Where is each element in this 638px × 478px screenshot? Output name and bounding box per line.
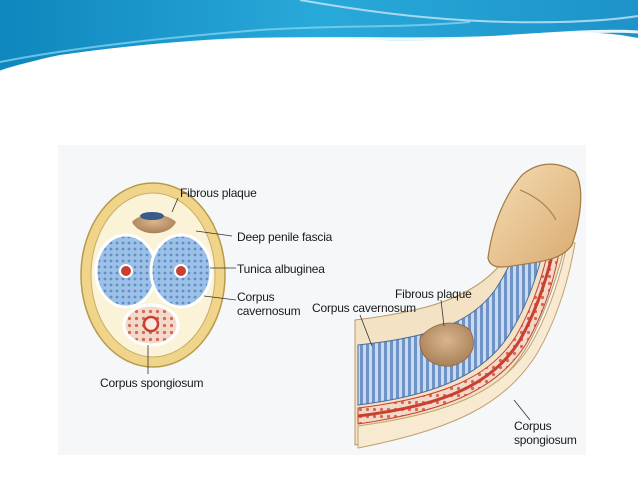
label-corpus-spongiosum-side-2: spongiosum bbox=[514, 433, 577, 447]
label-fibrous-plaque-cross: Fibrous plaque bbox=[180, 186, 257, 200]
header-wave-banner bbox=[0, 0, 638, 74]
label-corpus-cavernosum-cross-1: Corpus bbox=[237, 290, 275, 304]
side-view-diagram bbox=[354, 163, 582, 449]
label-tunica-albuginea: Tunica albuginea bbox=[237, 262, 325, 276]
label-deep-penile-fascia: Deep penile fascia bbox=[237, 230, 333, 244]
label-corpus-spongiosum-cross: Corpus spongiosum bbox=[100, 376, 204, 390]
label-corpus-cavernosum-side: Corpus cavernosum bbox=[312, 301, 416, 315]
cross-section-diagram bbox=[80, 182, 237, 374]
label-corpus-cavernosum-cross-2: cavernosum bbox=[237, 304, 301, 318]
label-fibrous-plaque-side: Fibrous plaque bbox=[395, 287, 472, 301]
label-corpus-spongiosum-side-1: Corpus bbox=[514, 419, 552, 433]
